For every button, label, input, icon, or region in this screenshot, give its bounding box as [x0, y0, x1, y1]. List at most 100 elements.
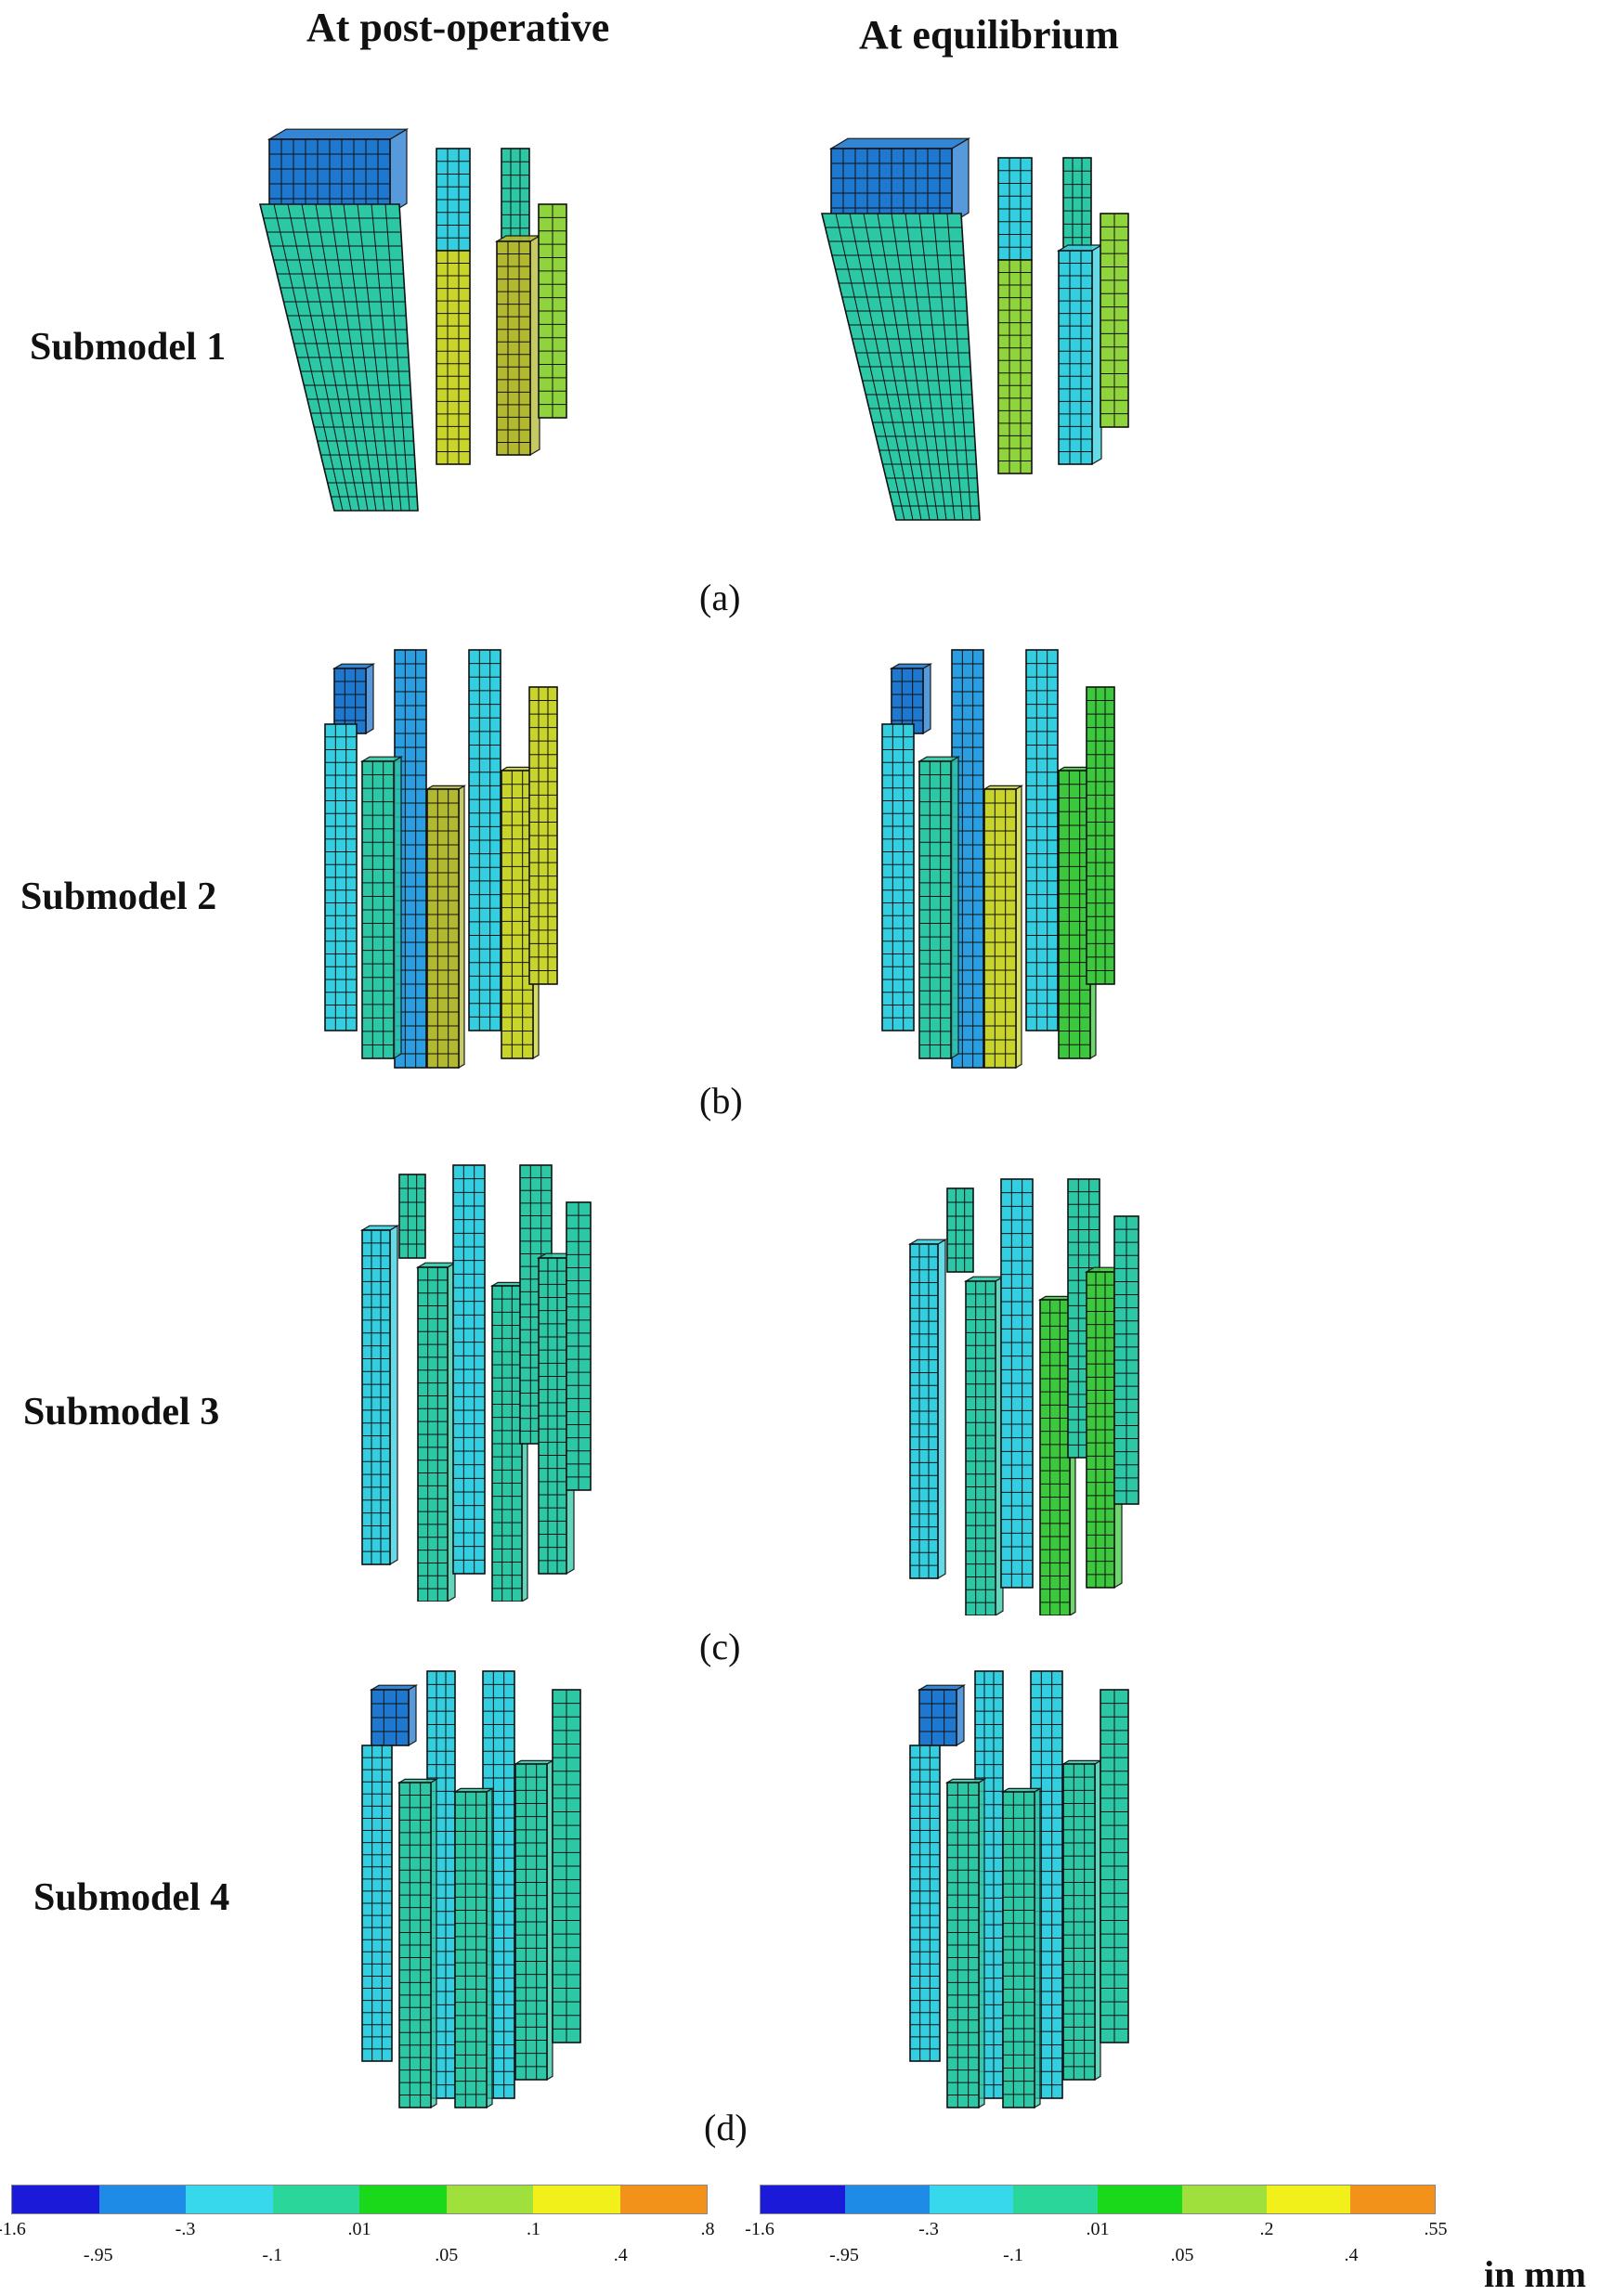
mesh-strut	[468, 649, 501, 1031]
legend-swatch	[844, 2186, 930, 2213]
legend-swatch	[533, 2186, 620, 2213]
mesh-strut	[909, 1745, 941, 2062]
legend-tick-label: -.95	[829, 2245, 859, 2265]
legend-tick-label: .8	[700, 2219, 715, 2239]
legend-swatch	[1098, 2186, 1182, 2213]
mesh-strut	[452, 1787, 495, 2109]
mesh-strut	[1062, 157, 1092, 252]
mesh-strut	[907, 1239, 948, 1580]
submodel-2-equilibrium-render	[864, 631, 1133, 1086]
legend-swatch	[359, 2186, 447, 2213]
color-legend-equilibrium	[760, 2185, 1436, 2214]
mesh-strut	[1086, 686, 1115, 985]
legend-tick-label: .05	[1170, 2245, 1194, 2265]
mesh-strut	[552, 1689, 581, 2043]
mesh-strut	[828, 137, 971, 225]
mesh-strut	[1056, 243, 1104, 466]
legend-swatch	[619, 2186, 707, 2213]
legend-tick-label: .4	[613, 2245, 628, 2265]
mesh-strut	[359, 1225, 400, 1566]
column-title-post-operative: At post-operative	[306, 5, 610, 50]
mesh-strut	[538, 203, 567, 419]
legend-tick-label: -.3	[175, 2219, 196, 2239]
row-label-submodel-3: Submodel 3	[23, 1391, 220, 1433]
legend-swatch	[272, 2186, 359, 2213]
legend-swatch	[1013, 2186, 1098, 2213]
mesh-strut	[1100, 213, 1129, 428]
legend-swatch	[98, 2186, 186, 2213]
legend-tick-label: .01	[1086, 2219, 1110, 2239]
mesh-strut	[398, 1174, 426, 1259]
mesh-strut	[1000, 1178, 1034, 1589]
mesh-strut	[361, 1745, 393, 2062]
legend-tick-label: .05	[435, 2245, 459, 2265]
mesh-strut	[997, 259, 1033, 474]
mesh-strut	[917, 1684, 967, 1747]
mesh-strut	[494, 234, 542, 457]
mesh-strut	[881, 723, 915, 1031]
mesh-strut	[1084, 1266, 1125, 1589]
mesh-strut	[359, 756, 404, 1060]
mesh-strut	[424, 785, 467, 1070]
mesh-strut	[963, 1276, 1006, 1615]
mesh-strut	[436, 148, 471, 252]
mesh-strut	[1000, 1787, 1043, 2109]
mesh-strut	[513, 1759, 555, 2082]
legend-tick-label: .01	[347, 2219, 371, 2239]
row-label-submodel-1: Submodel 1	[30, 326, 227, 369]
mesh-strut	[501, 148, 530, 242]
mesh-wedge	[258, 203, 419, 512]
mesh-strut	[982, 785, 1024, 1070]
legend-tick-label: .1	[527, 2219, 540, 2239]
mesh-strut	[889, 663, 933, 735]
mesh-strut	[324, 723, 358, 1031]
legend-swatch	[186, 2186, 273, 2213]
mesh-strut	[1061, 1759, 1103, 2082]
submodel-3-equilibrium-render	[892, 1161, 1142, 1615]
legend-swatch	[761, 2186, 845, 2213]
panel-label-d: (d)	[704, 2107, 748, 2148]
panel-label-b: (b)	[699, 1080, 743, 1122]
mesh-strut	[415, 1262, 458, 1602]
submodel-2-post-operative-render	[306, 631, 576, 1086]
legend-tick-label: -.1	[262, 2245, 283, 2265]
mesh-strut	[944, 1778, 987, 2109]
row-label-submodel-2: Submodel 2	[20, 876, 217, 918]
mesh-strut	[1100, 1689, 1129, 2043]
mesh-strut	[1037, 1295, 1078, 1615]
mesh-strut	[436, 250, 471, 465]
legend-tick-label: -.1	[1003, 2245, 1023, 2265]
panel-label-c: (c)	[699, 1626, 741, 1667]
submodel-1-post-operative-render	[251, 111, 622, 557]
mesh-strut	[946, 1187, 974, 1273]
legend-tick-label: .4	[1344, 2245, 1359, 2265]
submodel-3-post-operative-render	[344, 1147, 594, 1602]
legend-tick-label: -1.6	[0, 2219, 26, 2239]
mesh-strut	[369, 1684, 419, 1747]
legend-tick-label: .55	[1424, 2219, 1448, 2239]
mesh-strut	[528, 686, 558, 985]
legend-tick-label: .2	[1259, 2219, 1274, 2239]
submodel-1-equilibrium-render	[813, 121, 1184, 566]
mesh-wedge	[820, 213, 981, 521]
column-title-equilibrium: At equilibrium	[859, 12, 1119, 58]
mesh-strut	[917, 756, 961, 1060]
mesh-strut	[1113, 1215, 1139, 1505]
mesh-strut	[566, 1201, 592, 1491]
legend-swatch	[1350, 2186, 1435, 2213]
row-label-submodel-4: Submodel 4	[33, 1876, 230, 1919]
legend-tick-label: -1.6	[745, 2219, 774, 2239]
color-legend-post-operative	[11, 2185, 708, 2214]
mesh-strut	[332, 663, 376, 735]
legend-swatch	[1181, 2186, 1267, 2213]
legend-swatch	[929, 2186, 1014, 2213]
mesh-strut	[1025, 649, 1059, 1031]
panel-label-a: (a)	[699, 577, 741, 618]
mesh-strut	[997, 157, 1033, 261]
submodel-4-post-operative-render	[353, 1653, 585, 2117]
legend-swatch	[446, 2186, 533, 2213]
legend-tick-label: -.95	[83, 2245, 113, 2265]
legend-swatch	[1266, 2186, 1351, 2213]
legend-swatch	[12, 2186, 99, 2213]
submodel-4-equilibrium-render	[901, 1653, 1133, 2117]
